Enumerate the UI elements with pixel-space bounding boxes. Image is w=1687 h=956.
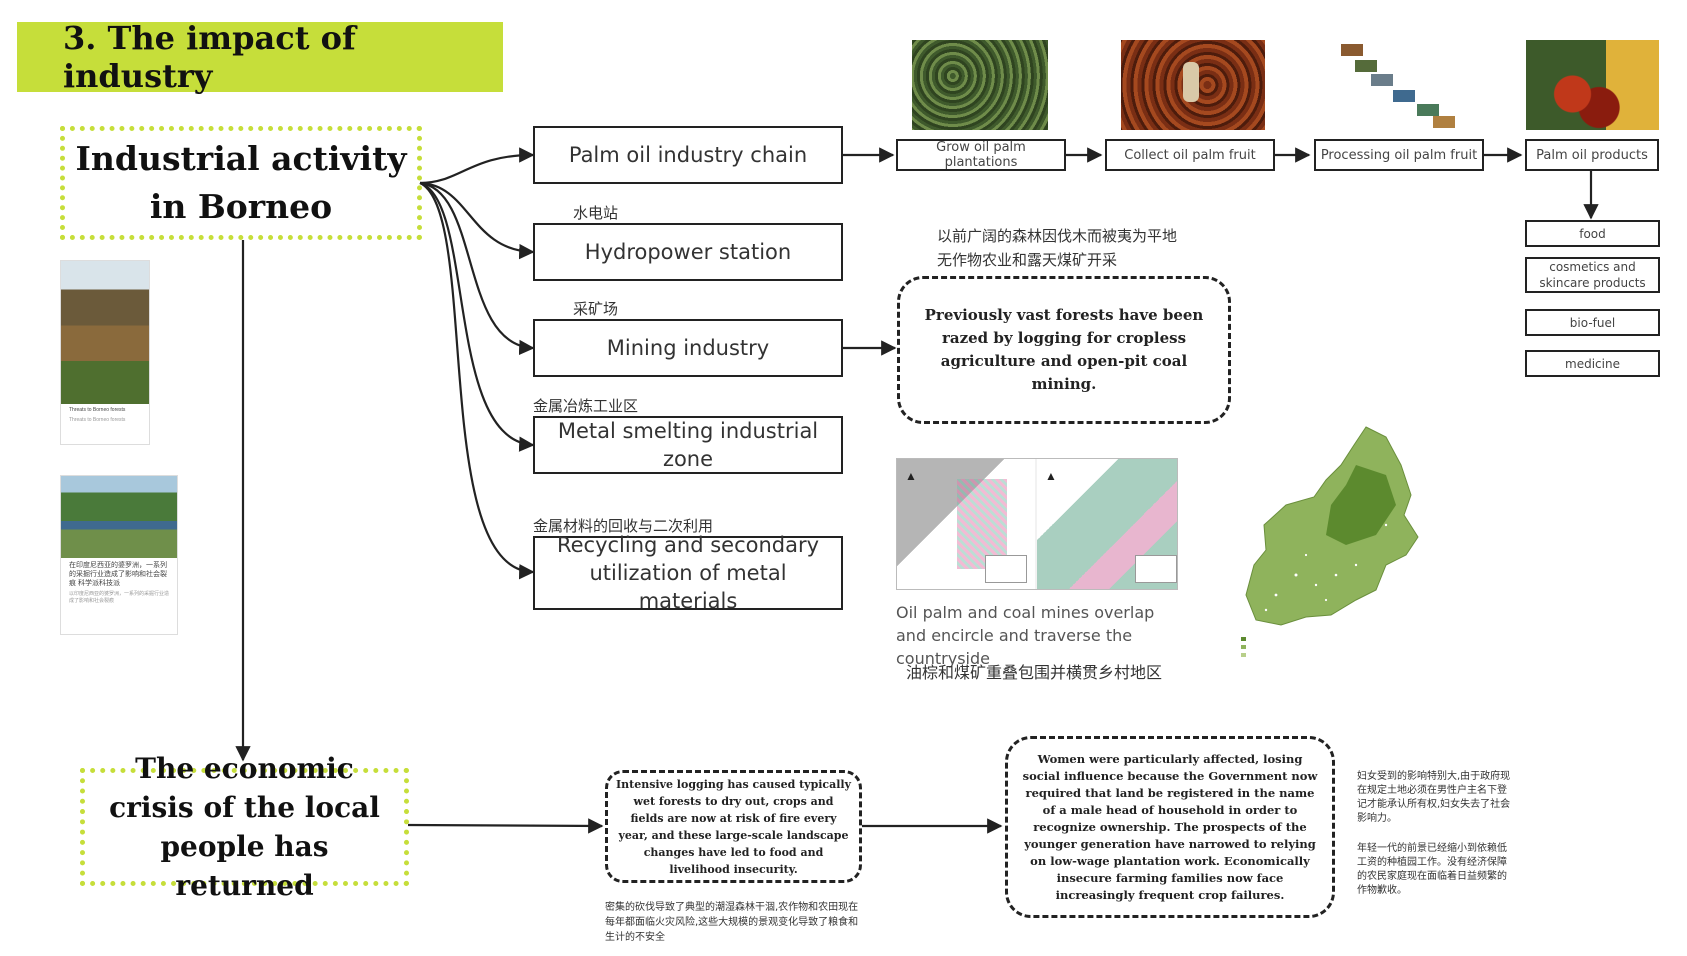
- chain-grow: Grow oil palm plantations: [896, 139, 1066, 171]
- page-title: 3. The impact of industry: [17, 19, 503, 95]
- map-caption-zh: 油棕和煤矿重叠包围并横贯乡村地区: [906, 663, 1163, 682]
- map-overlay-pink: [957, 479, 1007, 569]
- chain-process-label: Processing oil palm fruit: [1320, 147, 1478, 163]
- industry-palm-oil-label: Palm oil industry chain: [568, 143, 808, 167]
- card-threats-title: Threats to Borneo forests: [69, 407, 126, 413]
- product-cosmetics-label: cosmetics and skincare products: [1539, 260, 1646, 290]
- process-step-image: [1433, 116, 1455, 128]
- product-medicine-label: medicine: [1565, 356, 1620, 371]
- card-threats-sub: Threats to Borneo forests: [69, 417, 126, 423]
- arrow-hub-to-recycle: [419, 181, 535, 580]
- chain-process: Processing oil palm fruit: [1314, 139, 1484, 171]
- crisis-label: The economic crisis of the local people …: [109, 752, 380, 902]
- product-cosmetics: cosmetics and skincare products: [1525, 257, 1660, 293]
- card-extractive-photo: [61, 476, 177, 558]
- chain-collect: Collect oil palm fruit: [1105, 139, 1275, 171]
- chain-grow-label: Grow oil palm plantations: [936, 140, 1026, 170]
- industry-hydro-zh: 水电站: [573, 204, 619, 222]
- forest-note-box: Previously vast forests have been razed …: [897, 276, 1231, 424]
- product-biofuel-label: bio-fuel: [1569, 315, 1616, 330]
- map-legend: [1135, 555, 1177, 583]
- hub-economic-crisis: The economic crisis of the local people …: [80, 752, 409, 902]
- card-threats-forests[interactable]: Threats to Borneo forests Threats to Bor…: [60, 260, 150, 445]
- product-food: food: [1525, 220, 1660, 247]
- industry-mining: Mining industry: [533, 319, 843, 377]
- industry-mining-label: Mining industry: [606, 336, 770, 360]
- arrow-hub-to-palm: [419, 147, 535, 185]
- industry-hydropower: Hydropower station: [533, 223, 843, 281]
- photo-plantation: [912, 40, 1048, 130]
- product-medicine: medicine: [1525, 350, 1660, 377]
- logging-note-box: Intensive logging has caused typically w…: [605, 770, 862, 883]
- industry-recycling: Recycling and secondary utilization of m…: [533, 533, 843, 613]
- north-arrow-icon: ▲: [905, 469, 917, 483]
- process-step-image: [1417, 104, 1439, 116]
- hub-industrial-activity: Industrial activity in Borneo: [60, 126, 422, 240]
- process-step-image: [1341, 44, 1363, 56]
- map-legend: [1241, 637, 1246, 657]
- north-arrow-icon: ▲: [1045, 469, 1057, 483]
- women-note-box: Women were particularly affected, losing…: [1005, 736, 1335, 918]
- arrow-hub-to-hydro: [419, 181, 535, 260]
- forest-note-text: Previously vast forests have been razed …: [924, 306, 1204, 393]
- chain-collect-label: Collect oil palm fruit: [1124, 147, 1256, 163]
- card-extractive-title: 在印度尼西亚的婆罗洲，一系列的采掘行业造成了影响和社会裂痕 科学派科技派: [69, 562, 167, 587]
- industry-palm-oil: Palm oil industry chain: [533, 126, 843, 184]
- industry-recycling-zh: 金属材料的回收与二次利用: [533, 517, 714, 535]
- industry-metal-smelting-label: Metal smelting industrial zone: [557, 419, 819, 471]
- hub-label: Industrial activity in Borneo: [75, 139, 407, 226]
- card-extractive-sub: 以印度尼西亚的婆罗洲，一系列的采掘行业造成了影响和社会裂痕: [69, 591, 170, 604]
- arrow-hub-to-metal: [419, 181, 535, 452]
- logging-note-zh: 密集的砍伐导致了典型的潮湿森林干涸,农作物和农田现在每年都面临火灾风险,这些大规…: [605, 902, 859, 943]
- process-step-image: [1355, 60, 1377, 72]
- industry-hydropower-label: Hydropower station: [584, 240, 792, 264]
- worker-figure: [1183, 62, 1199, 102]
- forest-note-zh: 以前广阔的森林因伐木而被夷为平地无作物农业和露天煤矿开采: [937, 227, 1178, 269]
- process-step-image: [1371, 74, 1393, 86]
- chain-palm-products-label: Palm oil products: [1536, 147, 1648, 163]
- card-threats-photo: [61, 261, 149, 404]
- photo-processing-diagram: [1337, 40, 1459, 130]
- industry-recycling-label: Recycling and secondary utilization of m…: [556, 533, 820, 613]
- photo-palm-oil-bottle: [1526, 40, 1659, 130]
- product-biofuel: bio-fuel: [1525, 309, 1660, 336]
- logging-note-text: Intensive logging has caused typically w…: [616, 777, 852, 876]
- card-extractive-industries[interactable]: 在印度尼西亚的婆罗洲，一系列的采掘行业造成了影响和社会裂痕 科学派科技派 以印度…: [60, 475, 178, 635]
- women-note-zh1: 妇女受到的影响特别大,由于政府现在规定土地必须在男性户主名下登记才能承认所有权,…: [1357, 771, 1511, 824]
- product-food-label: food: [1579, 226, 1606, 241]
- map-oilpalm-coal: ▲ ▲: [896, 458, 1178, 590]
- industry-metal-smelting: Metal smelting industrial zone: [533, 416, 843, 474]
- industry-metal-zh: 金属冶炼工业区: [533, 397, 639, 415]
- industry-mining-zh: 采矿场: [573, 300, 619, 318]
- chain-palm-products: Palm oil products: [1525, 139, 1659, 171]
- women-note-text: Women were particularly affected, losing…: [1022, 751, 1318, 902]
- map-legend: [985, 555, 1027, 583]
- arrow-crisis-to-logging: [407, 818, 604, 834]
- process-step-image: [1393, 90, 1415, 102]
- photo-fruit-collector: [1121, 40, 1265, 130]
- borneo-map: [1241, 426, 1419, 657]
- women-note-zh2: 年轻一代的前景已经缩小到依赖低工资的种植园工作。没有经济保障的农民家庭现在面临着…: [1357, 843, 1507, 896]
- map-caption-en: Oil palm and coal mines overlap and enci…: [896, 603, 1155, 668]
- arrow-hub-to-mining: [419, 181, 535, 356]
